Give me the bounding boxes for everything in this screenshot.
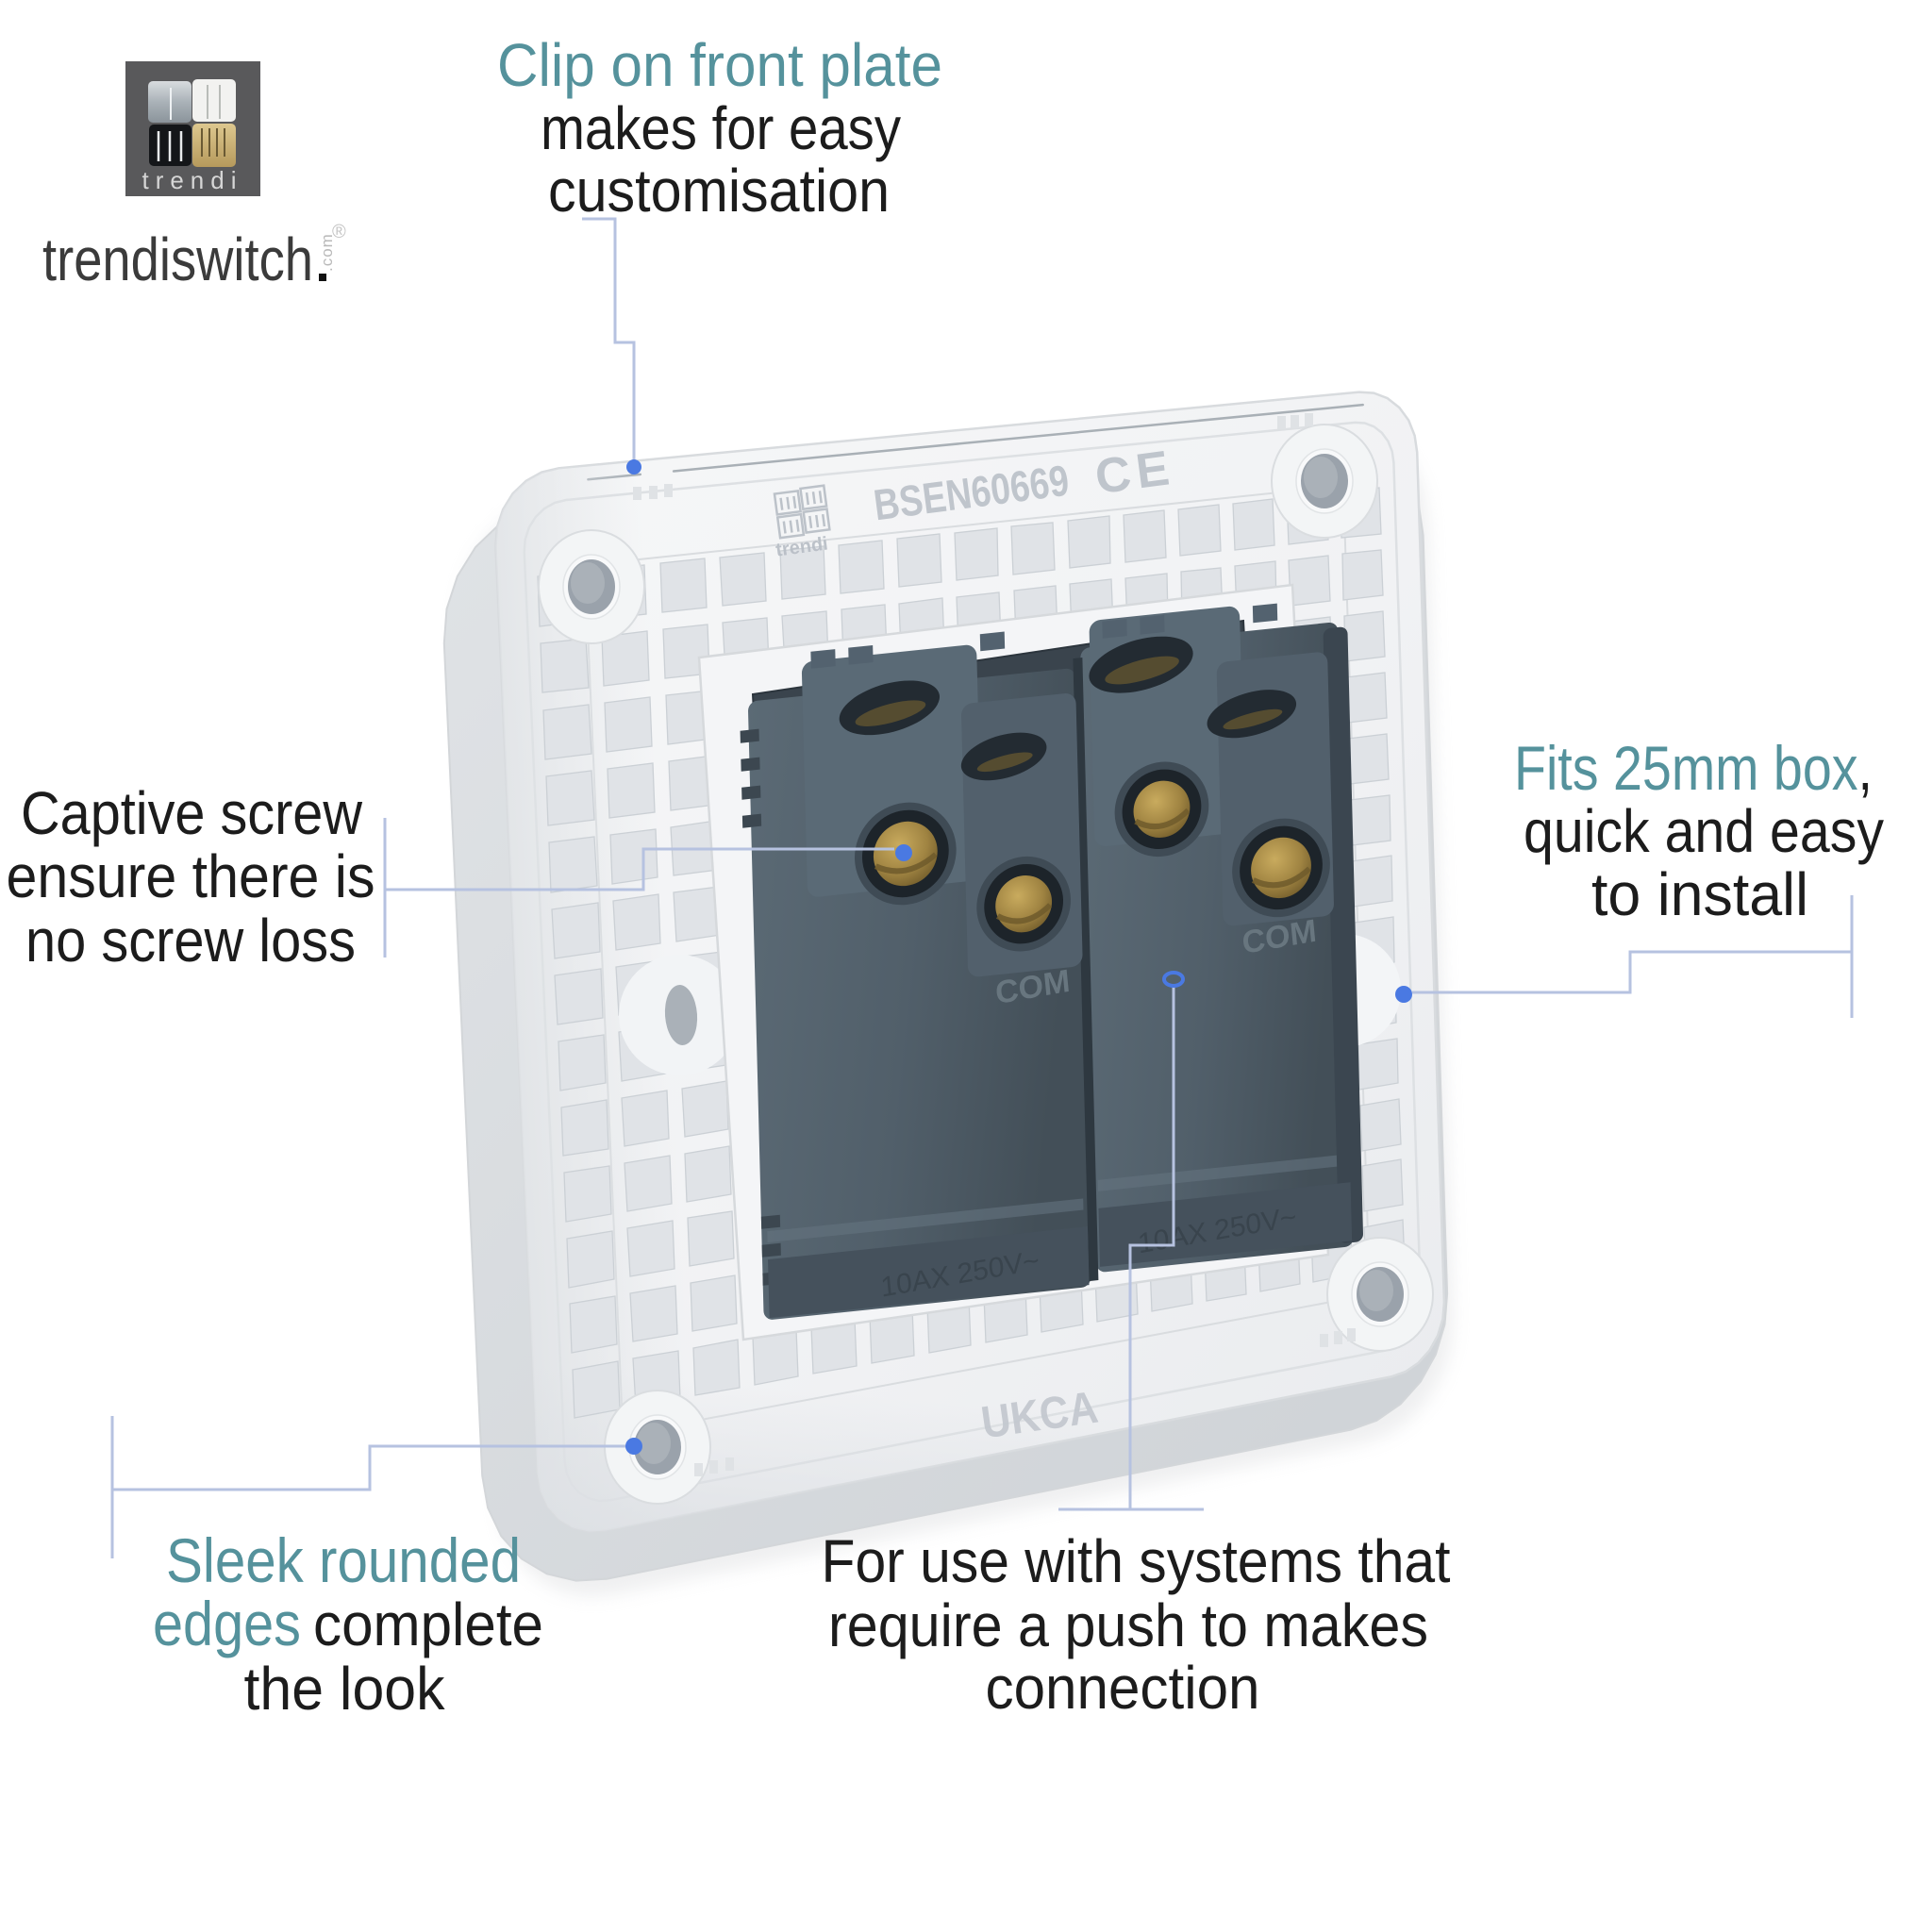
svg-text:®: ®: [332, 222, 346, 242]
svg-text:Sleek rounded: Sleek rounded: [166, 1525, 521, 1595]
svg-text:makes for easy: makes for easy: [541, 94, 901, 162]
svg-text:to install: to install: [1591, 860, 1808, 928]
svg-text:complete: complete: [313, 1591, 543, 1658]
svg-text:no screw loss: no screw loss: [25, 907, 356, 974]
svg-text:Captive screw: Captive screw: [21, 779, 363, 847]
svg-text:Clip on front plate: Clip on front plate: [497, 31, 942, 99]
svg-text:Fits 25mm box,: Fits 25mm box,: [1514, 733, 1873, 803]
svg-text:.com: .com: [318, 233, 336, 272]
svg-text:For use with systems that: For use with systems that: [822, 1527, 1451, 1595]
svg-text:connection: connection: [986, 1654, 1260, 1722]
svg-text:CE: CE: [1092, 441, 1178, 506]
svg-text:trendi: trendi: [142, 166, 242, 194]
svg-text:edges: edges: [153, 1589, 301, 1658]
svg-text:customisation: customisation: [548, 157, 890, 225]
svg-text:require a push to makes: require a push to makes: [828, 1591, 1428, 1659]
svg-text:the look: the look: [244, 1655, 446, 1723]
svg-text:trendiswitch: trendiswitch: [42, 225, 313, 293]
svg-text:quick and easy: quick and easy: [1524, 797, 1884, 865]
svg-text:ensure there is: ensure there is: [7, 842, 375, 910]
